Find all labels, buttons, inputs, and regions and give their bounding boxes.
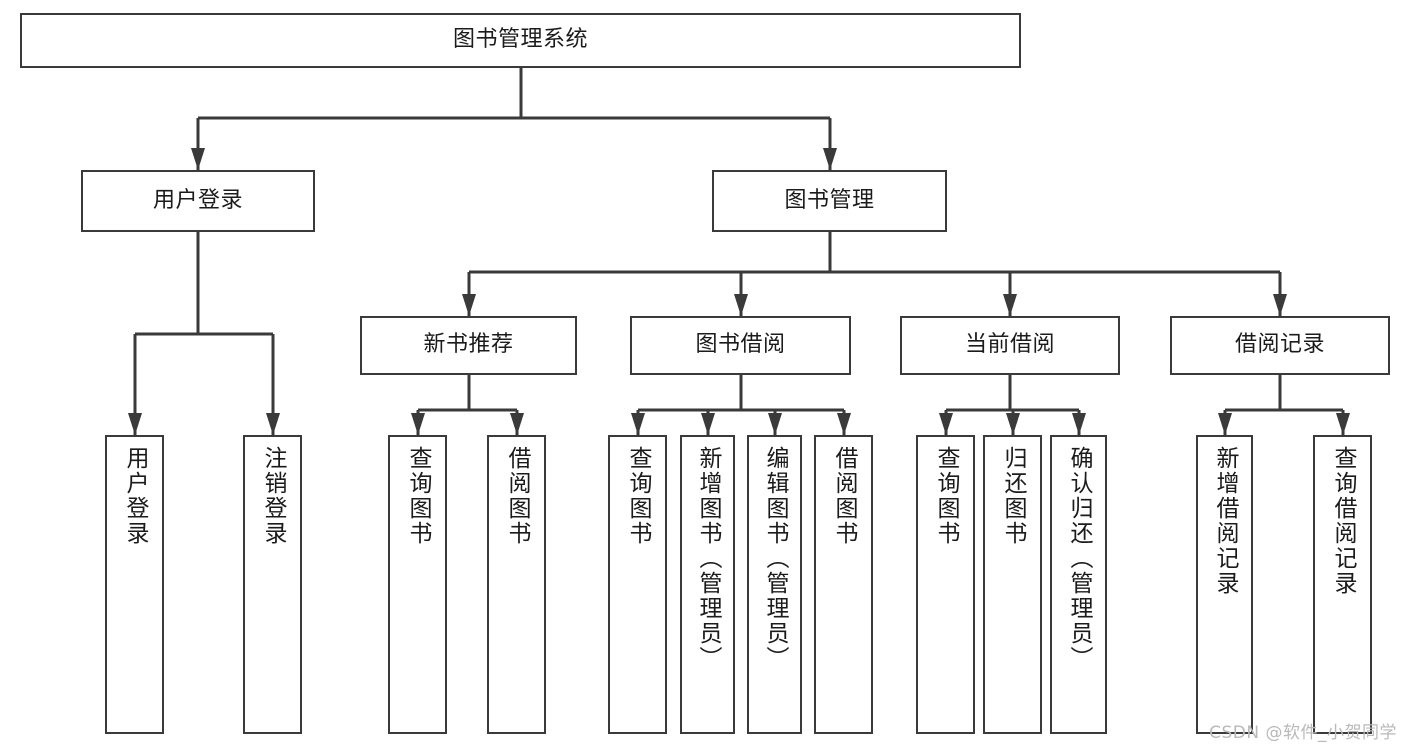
node-label: 图书管理系统 [452,27,588,53]
node-new-book-rec[interactable]: 新书推荐 [360,316,577,375]
arrowhead-icon [734,294,748,316]
arrowhead-icon [510,413,524,435]
node-label: 当前借阅 [964,332,1055,358]
csdn-watermark: CSDN @软件_小贺同学 [1209,723,1397,743]
arrowhead-icon [1273,294,1287,316]
node-leaf-user-login[interactable]: 用户登录 [105,435,164,734]
node-leaf-add-book[interactable]: 新增图书（管理员） [680,435,735,734]
arrowhead-icon [266,413,280,435]
node-leaf-return-book[interactable]: 归还图书 [983,435,1042,734]
node-leaf-query-record[interactable]: 查询借阅记录 [1313,435,1372,734]
arrowhead-icon [939,413,953,435]
arrowhead-icon [701,413,715,435]
node-label: 注销登录 [260,446,286,546]
arrowhead-icon [1006,413,1020,435]
node-label: 图书管理 [784,187,875,213]
node-label: 归还图书 [1000,446,1026,546]
node-borrow-record[interactable]: 借阅记录 [1170,316,1390,375]
node-current-borrow[interactable]: 当前借阅 [900,316,1120,375]
node-label: 新增借阅记录 [1212,446,1238,596]
arrowhead-icon [411,413,425,435]
node-leaf-edit-book[interactable]: 编辑图书（管理员） [747,435,802,734]
arrowhead-icon [128,413,142,435]
node-label: 用户登录 [152,187,243,213]
node-leaf-logout[interactable]: 注销登录 [243,435,302,734]
node-leaf-query-book-3[interactable]: 查询图书 [916,435,975,734]
node-leaf-query-book-2[interactable]: 查询图书 [608,435,667,734]
arrowhead-icon [462,294,476,316]
node-label: 查询借阅记录 [1330,446,1356,596]
node-book-manage[interactable]: 图书管理 [712,170,947,232]
node-label: 查询图书 [625,446,651,546]
arrowhead-icon [1336,413,1350,435]
node-root[interactable]: 图书管理系统 [20,13,1021,68]
node-leaf-borrow-book-2[interactable]: 借阅图书 [814,435,873,734]
node-leaf-add-record[interactable]: 新增借阅记录 [1196,435,1253,734]
arrowhead-icon [1003,294,1017,316]
node-leaf-confirm-return[interactable]: 确认归还（管理员） [1050,435,1107,734]
node-leaf-borrow-book-1[interactable]: 借阅图书 [487,435,546,734]
node-label: 新书推荐 [423,332,514,358]
node-label: 编辑图书（管理员） [762,446,788,671]
arrowhead-icon [191,148,205,170]
node-label: 借阅图书 [831,446,857,546]
arrowhead-icon [1218,413,1232,435]
node-label: 确认归还（管理员） [1066,446,1092,671]
node-label: 借阅记录 [1234,332,1325,358]
node-label: 查询图书 [933,446,959,546]
arrowhead-icon [1072,413,1086,435]
arrowhead-icon [768,413,782,435]
node-user-login[interactable]: 用户登录 [81,170,315,232]
node-label: 查询图书 [405,446,431,546]
arrowhead-icon [837,413,851,435]
node-book-borrow[interactable]: 图书借阅 [630,316,851,375]
node-label: 新增图书（管理员） [695,446,721,671]
node-label: 图书借阅 [695,332,786,358]
arrowhead-icon [631,413,645,435]
arrowhead-icon [823,148,837,170]
node-label: 借阅图书 [504,446,530,546]
node-leaf-query-book-1[interactable]: 查询图书 [388,435,447,734]
node-label: 用户登录 [122,446,148,546]
